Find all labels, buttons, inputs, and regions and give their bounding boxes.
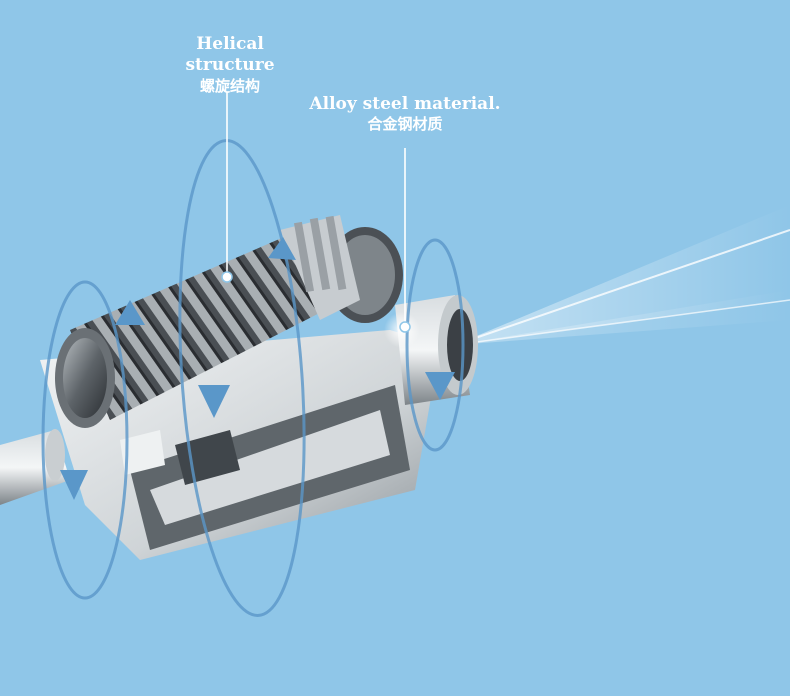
left-shaft [0,429,70,505]
rotation-arrow-icon [60,237,455,500]
helical-gear [55,215,360,428]
helical-structure-label: Helical structure 螺旋结构 [150,34,310,95]
alloy-steel-en: Alloy steel material. [309,94,501,114]
rotation-rings [41,139,465,617]
helical-structure-zh: 螺旋结构 [199,76,260,95]
alloy-steel-zh: 合金钢材质 [367,115,443,134]
light-beam [454,205,790,346]
helical-structure-en: Helical structure [185,34,275,76]
callout-lines [226,92,406,325]
helical-callout-dot [221,271,233,283]
alloy-steel-label: Alloy steel material. 合金钢材质 [305,94,505,134]
alloy-callout-dot [399,321,411,333]
